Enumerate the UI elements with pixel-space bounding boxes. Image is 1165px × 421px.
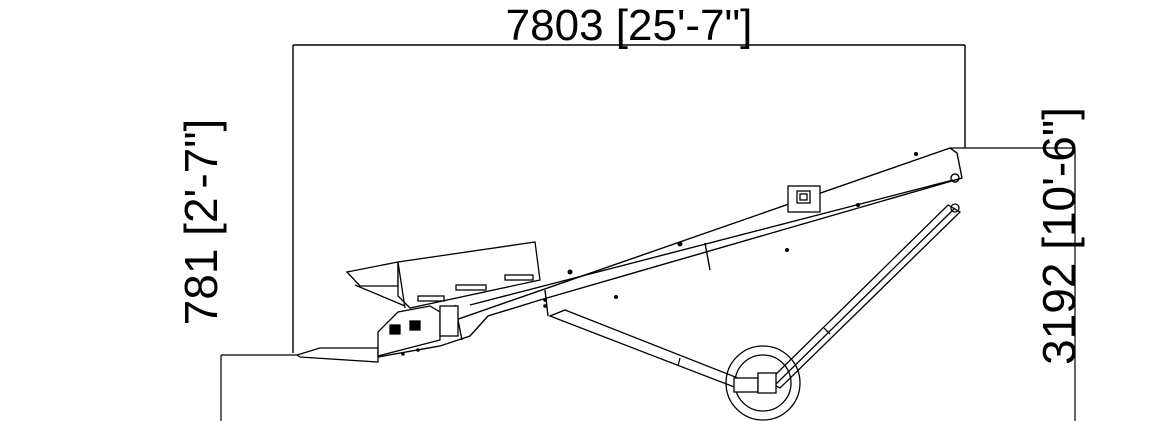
drive-motor <box>787 185 821 213</box>
intake-height-label: 781 [2'-7"] <box>175 119 227 326</box>
wheel <box>725 345 801 421</box>
discharge-height-label: 3192 [10'-6"] <box>1033 107 1085 365</box>
overall-length-label: 7803 [25'-7"] <box>506 1 753 50</box>
tail-section <box>295 305 459 363</box>
extension-lines <box>220 147 1076 421</box>
dimension-frame <box>292 44 966 353</box>
feed-hopper <box>345 241 541 309</box>
frame-details <box>401 152 918 356</box>
